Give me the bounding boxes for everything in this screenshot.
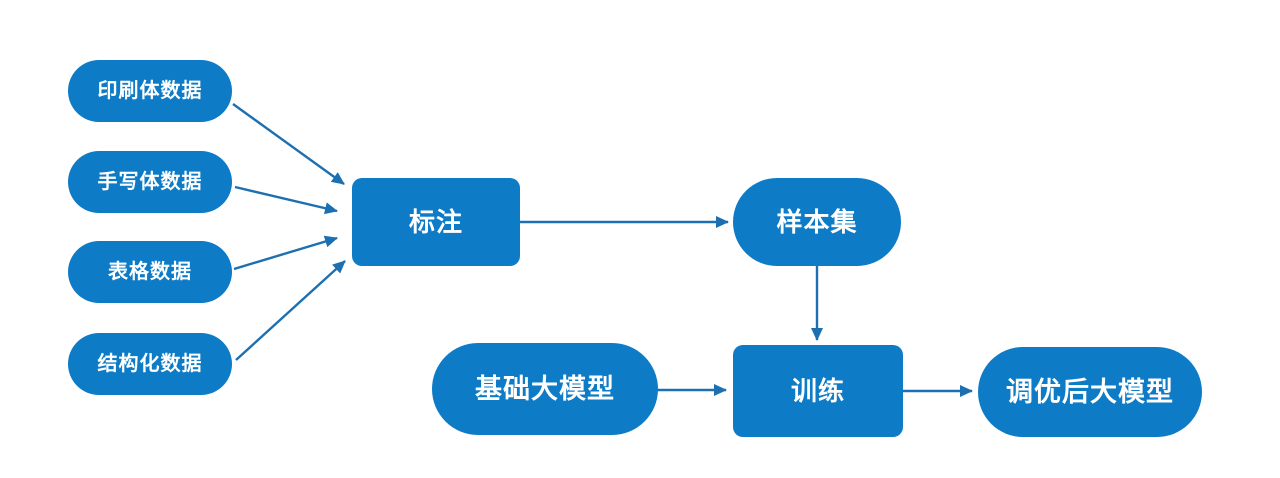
- node-table-data: 表格数据: [68, 241, 232, 303]
- node-base-model: 基础大模型: [432, 343, 658, 435]
- node-sample-set: 样本集: [733, 178, 901, 266]
- node-printed-data: 印刷体数据: [68, 60, 232, 122]
- node-annotation: 标注: [352, 178, 520, 266]
- node-tuned-model: 调优后大模型: [978, 347, 1202, 437]
- node-handwritten-data: 手写体数据: [68, 151, 232, 213]
- arrow-handwritten-data-to-annotation: [234, 185, 338, 215]
- node-structured-data: 结构化数据: [68, 333, 232, 395]
- arrow-printed-data-to-annotation: [232, 103, 345, 185]
- arrow-table-data-to-annotation: [233, 235, 338, 271]
- node-training: 训练: [733, 345, 903, 437]
- arrow-structured-data-to-annotation: [235, 260, 346, 361]
